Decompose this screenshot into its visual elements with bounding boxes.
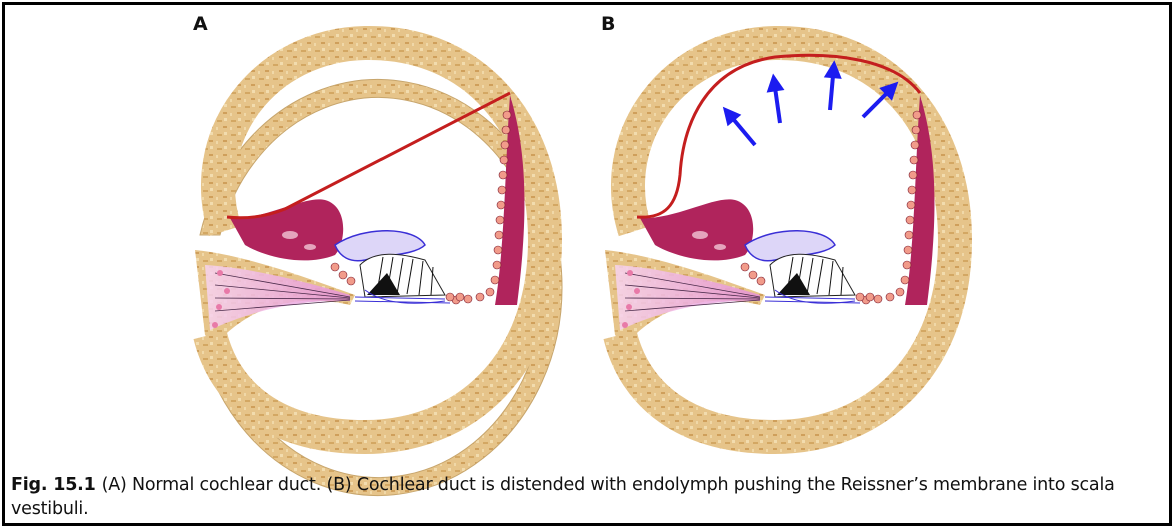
nerve-fibers-b — [615, 265, 760, 330]
stria-vascularis-a — [495, 95, 525, 305]
caption-text: (A) Normal cochlear duct. (B) Cochlear d… — [11, 475, 1115, 519]
spiral-limbus-a — [230, 199, 344, 261]
tectorial-membrane-a — [334, 230, 426, 262]
organ-of-corti-a — [330, 253, 465, 304]
reissner-membrane-b — [636, 53, 922, 219]
nerve-fibers-a — [205, 265, 350, 330]
arrow-up-icon — [713, 98, 764, 153]
panel-b-illustration — [603, 25, 973, 455]
panel-a-illustration — [193, 25, 563, 496]
organ-of-corti-b — [740, 253, 875, 304]
bone-ring-b — [603, 25, 973, 455]
reissner-membrane-a — [226, 91, 511, 220]
stria-vascularis-b — [905, 95, 935, 305]
panel-label-b: B — [601, 13, 616, 35]
tectorial-membrane-b — [744, 230, 836, 262]
bone-ring-a — [193, 25, 563, 455]
figure-number: Fig. 15.1 — [11, 475, 96, 495]
spiral-limbus-b — [640, 199, 754, 261]
arrow-up-icon — [762, 70, 791, 127]
figure-caption: Fig. 15.1(A) Normal cochlear duct. (B) C… — [11, 473, 1171, 521]
cochlear-duct-diagram — [193, 25, 973, 496]
panel-label-a: A — [193, 13, 208, 35]
